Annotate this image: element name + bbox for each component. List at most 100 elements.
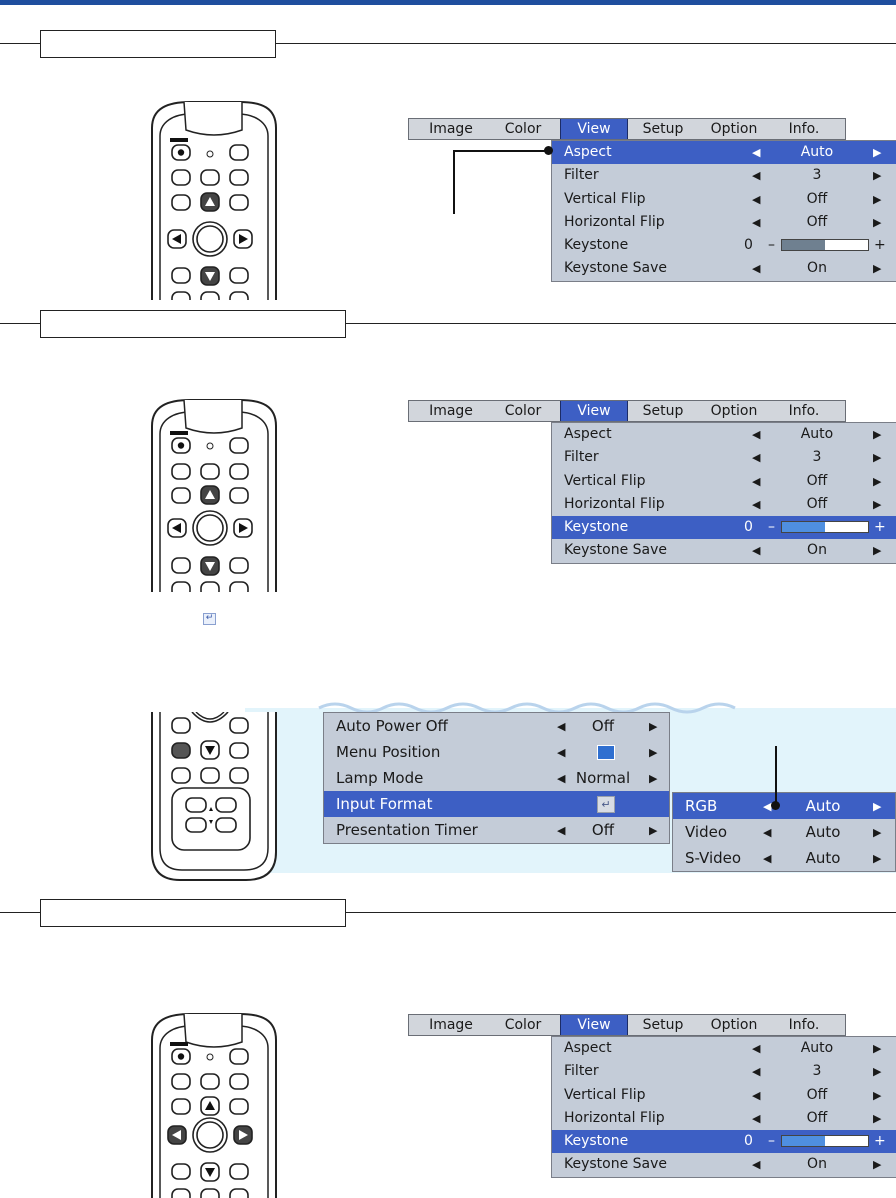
tab-info[interactable]: Info. [788, 121, 820, 137]
arrow-left-icon[interactable]: ◀ [752, 169, 761, 183]
keystone-slider[interactable] [781, 1135, 869, 1148]
row-label: Filter [564, 1063, 599, 1080]
tab-info[interactable]: Info. [788, 1017, 820, 1033]
arrow-left-icon[interactable]: ◀ [752, 146, 761, 159]
menu-row-horizontal-flip[interactable]: Horizontal Flip ◀ Off ▶ [552, 211, 896, 234]
arrow-right-icon[interactable]: ▶ [873, 428, 882, 441]
menu-row-keystone-save[interactable]: Keystone Save ◀ On ▶ [552, 539, 896, 562]
arrow-right-icon[interactable]: ▶ [649, 720, 658, 733]
tab-view[interactable]: View [560, 401, 628, 421]
arrow-left-icon[interactable]: ◀ [763, 826, 772, 839]
arrow-right-icon[interactable]: ▶ [873, 544, 882, 558]
arrow-right-icon[interactable]: ▶ [873, 1158, 882, 1172]
keystone-slider[interactable] [781, 521, 869, 534]
tab-view[interactable]: View [560, 1015, 628, 1035]
arrow-right-icon[interactable]: ▶ [873, 497, 882, 511]
tab-image[interactable]: Image [429, 403, 473, 419]
enter-icon: ↵ [203, 613, 216, 625]
arrow-left-icon[interactable]: ◀ [557, 720, 566, 733]
menu-row-keystone-save[interactable]: Keystone Save ◀ On ▶ [552, 1153, 896, 1176]
tab-color[interactable]: Color [504, 1017, 542, 1033]
menu-row-aspect[interactable]: Aspect ◀ Auto ▶ [552, 141, 896, 165]
menu-row-keystone[interactable]: Keystone 0 – + [552, 234, 896, 257]
row-label: Keystone [564, 1133, 629, 1150]
menu-row-filter[interactable]: Filter ◀ 3 ▶ [552, 446, 896, 469]
arrow-left-icon[interactable]: ◀ [752, 1088, 761, 1102]
row-value: Auto [800, 1040, 834, 1056]
tab-color[interactable]: Color [504, 121, 542, 137]
menu-row-filter[interactable]: Filter ◀ 3 ▶ [552, 164, 896, 187]
keystone-slider-fill [782, 240, 825, 251]
arrow-left-icon[interactable]: ◀ [752, 497, 761, 511]
menu-row-horizontal-flip[interactable]: Horizontal Flip ◀ Off ▶ [552, 493, 896, 516]
menu-row-presentation-timer[interactable]: Presentation Timer ◀ Off ▶ [324, 817, 669, 843]
menu-row-vertical-flip[interactable]: Vertical Flip ◀ Off ▶ [552, 1084, 896, 1107]
menu-row-vertical-flip[interactable]: Vertical Flip ◀ Off ▶ [552, 188, 896, 211]
minus-sign: – [768, 237, 775, 254]
tab-color[interactable]: Color [504, 403, 542, 419]
arrow-left-icon[interactable]: ◀ [752, 1042, 761, 1055]
arrow-left-icon[interactable]: ◀ [752, 474, 761, 488]
arrow-left-icon[interactable]: ◀ [752, 262, 761, 276]
submenu-row-video[interactable]: Video ◀ Auto ▶ [673, 819, 895, 845]
tab-info[interactable]: Info. [788, 403, 820, 419]
enter-icon[interactable]: ↵ [597, 796, 615, 813]
arrow-right-icon[interactable]: ▶ [873, 192, 882, 206]
tab-setup[interactable]: Setup [642, 403, 684, 419]
arrow-right-icon[interactable]: ▶ [873, 1065, 882, 1079]
arrow-left-icon[interactable]: ◀ [752, 1111, 761, 1125]
arrow-right-icon[interactable]: ▶ [649, 746, 658, 759]
arrow-left-icon[interactable]: ◀ [752, 215, 761, 229]
menu-row-keystone[interactable]: Keystone 0 – + [552, 516, 896, 540]
menu-row-aspect[interactable]: Aspect ◀ Auto ▶ [552, 1037, 896, 1060]
tab-option[interactable]: Option [710, 1017, 758, 1033]
menu-row-input-format[interactable]: Input Format ↵ [324, 791, 669, 817]
arrow-right-icon[interactable]: ▶ [873, 1111, 882, 1125]
arrow-right-icon[interactable]: ▶ [873, 262, 882, 276]
menu-row-vertical-flip[interactable]: Vertical Flip ◀ Off ▶ [552, 470, 896, 493]
arrow-right-icon[interactable]: ▶ [873, 146, 882, 159]
tab-option[interactable]: Option [710, 403, 758, 419]
tab-setup[interactable]: Setup [642, 1017, 684, 1033]
arrow-right-icon[interactable]: ▶ [873, 800, 882, 813]
tab-image[interactable]: Image [429, 1017, 473, 1033]
submenu-row-s-video[interactable]: S-Video ◀ Auto ▶ [673, 845, 895, 871]
tab-option[interactable]: Option [710, 121, 758, 137]
arrow-right-icon[interactable]: ▶ [873, 1088, 882, 1102]
tab-view[interactable]: View [560, 119, 628, 139]
menu-row-keystone[interactable]: Keystone 0 – + [552, 1130, 896, 1154]
menu-row-aspect[interactable]: Aspect ◀ Auto ▶ [552, 423, 896, 446]
arrow-right-icon[interactable]: ▶ [649, 772, 658, 785]
arrow-right-icon[interactable]: ▶ [873, 1042, 882, 1055]
menu-row-keystone-save[interactable]: Keystone Save ◀ On ▶ [552, 257, 896, 280]
arrow-left-icon[interactable]: ◀ [752, 192, 761, 206]
menu-row-lamp-mode[interactable]: Lamp Mode ◀ Normal ▶ [324, 765, 669, 791]
arrow-left-icon[interactable]: ◀ [752, 428, 761, 441]
arrow-right-icon[interactable]: ▶ [873, 451, 882, 465]
callout-line [454, 150, 548, 152]
arrow-left-icon[interactable]: ◀ [557, 824, 566, 837]
tab-image[interactable]: Image [429, 121, 473, 137]
arrow-left-icon[interactable]: ◀ [752, 544, 761, 558]
arrow-left-icon[interactable]: ◀ [752, 1065, 761, 1079]
menu-row-horizontal-flip[interactable]: Horizontal Flip ◀ Off ▶ [552, 1107, 896, 1130]
row-value: Off [806, 472, 828, 489]
menu-row-filter[interactable]: Filter ◀ 3 ▶ [552, 1060, 896, 1083]
arrow-left-icon[interactable]: ◀ [763, 800, 772, 813]
menu-row-auto-power-off[interactable]: Auto Power Off ◀ Off ▶ [324, 713, 669, 739]
arrow-right-icon[interactable]: ▶ [873, 474, 882, 488]
arrow-right-icon[interactable]: ▶ [873, 826, 882, 839]
arrow-right-icon[interactable]: ▶ [873, 215, 882, 229]
arrow-right-icon[interactable]: ▶ [873, 852, 882, 865]
submenu-row-rgb[interactable]: RGB ◀ Auto ▶ [673, 793, 895, 819]
arrow-right-icon[interactable]: ▶ [873, 169, 882, 183]
keystone-slider[interactable] [781, 239, 869, 252]
arrow-left-icon[interactable]: ◀ [557, 746, 566, 759]
arrow-right-icon[interactable]: ▶ [649, 824, 658, 837]
arrow-left-icon[interactable]: ◀ [557, 772, 566, 785]
menu-row-menu-position[interactable]: Menu Position ◀ ▶ [324, 739, 669, 765]
arrow-left-icon[interactable]: ◀ [752, 451, 761, 465]
arrow-left-icon[interactable]: ◀ [763, 852, 772, 865]
arrow-left-icon[interactable]: ◀ [752, 1158, 761, 1172]
tab-setup[interactable]: Setup [642, 121, 684, 137]
